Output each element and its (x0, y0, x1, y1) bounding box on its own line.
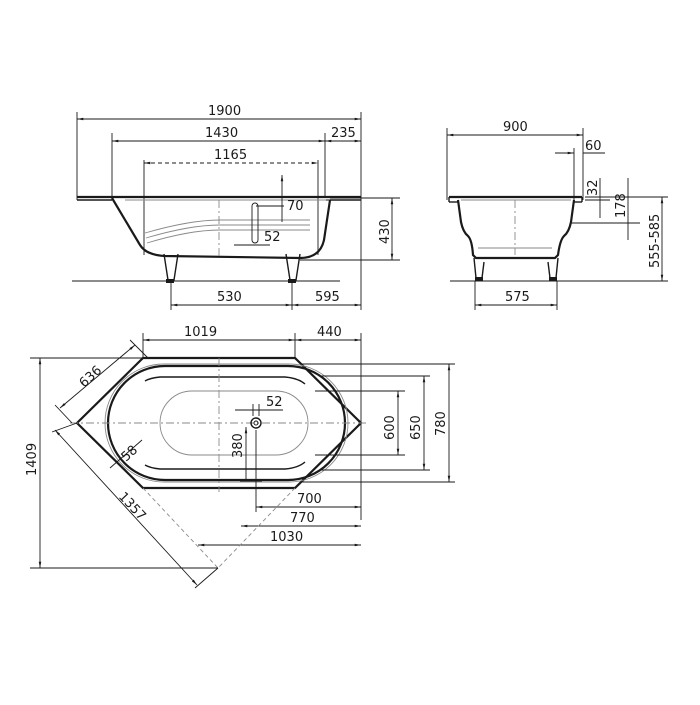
dim-430: 430 (378, 219, 393, 244)
dim-770: 770 (290, 511, 315, 526)
dim-178: 178 (614, 193, 629, 218)
foot-left (163, 253, 179, 283)
dim-1019: 1019 (184, 325, 217, 340)
dim-235: 235 (331, 126, 356, 141)
dim-60: 60 (585, 139, 602, 154)
dim-780: 780 (434, 411, 449, 436)
dim-440: 440 (317, 325, 342, 340)
end-view: 900 60 32 178 555-585 (446, 120, 668, 310)
dim-595: 595 (315, 290, 340, 305)
dim-1165: 1165 (214, 148, 247, 163)
side-view: 1900 1430 235 1165 70 52 (72, 104, 400, 310)
dim-900: 900 (503, 120, 528, 135)
dim-636: 636 (77, 363, 105, 391)
dim-1409: 1409 (25, 443, 40, 476)
dim-575: 575 (505, 290, 530, 305)
dim-1357: 1357 (115, 489, 149, 523)
dim-555-585: 555-585 (648, 214, 663, 268)
dim-52-top: 52 (266, 395, 283, 410)
dim-1900: 1900 (208, 104, 241, 119)
top-view: 1019 440 52 380 6 (25, 325, 455, 589)
dim-380: 380 (231, 433, 246, 458)
dim-1430: 1430 (205, 126, 238, 141)
dim-52-side: 52 (264, 230, 281, 245)
dim-530: 530 (217, 290, 242, 305)
dim-600: 600 (383, 415, 398, 440)
dim-650: 650 (409, 415, 424, 440)
dim-32: 32 (586, 179, 601, 196)
dim-70: 70 (287, 199, 304, 214)
dim-1030: 1030 (270, 530, 303, 545)
dim-700: 700 (297, 492, 322, 507)
